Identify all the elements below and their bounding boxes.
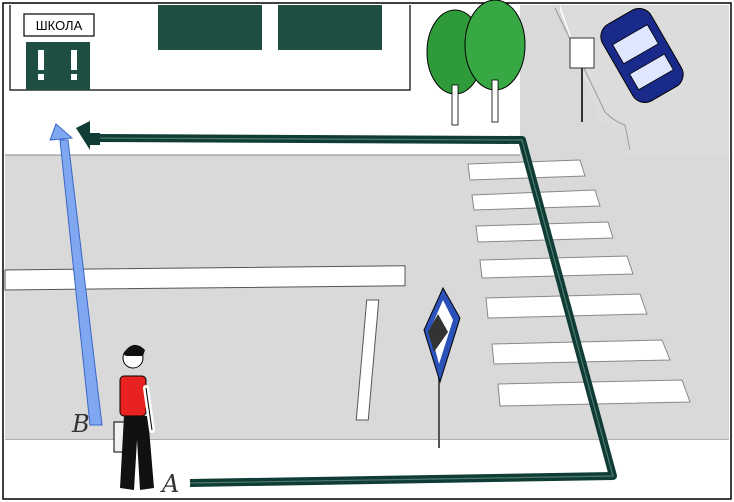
- school-door: [26, 42, 90, 90]
- door-handle-left: [38, 50, 44, 70]
- route-b-label: B: [71, 410, 90, 438]
- building-window-right: [278, 5, 382, 50]
- center-line: [5, 266, 405, 290]
- route-a-label: A: [160, 470, 179, 498]
- school-sign: ШКОЛА: [36, 18, 83, 33]
- building-window-left: [158, 5, 262, 50]
- door-handle-left-dot: [38, 74, 44, 80]
- door-handle-right: [71, 50, 77, 70]
- door-handle-right-dot: [71, 74, 77, 80]
